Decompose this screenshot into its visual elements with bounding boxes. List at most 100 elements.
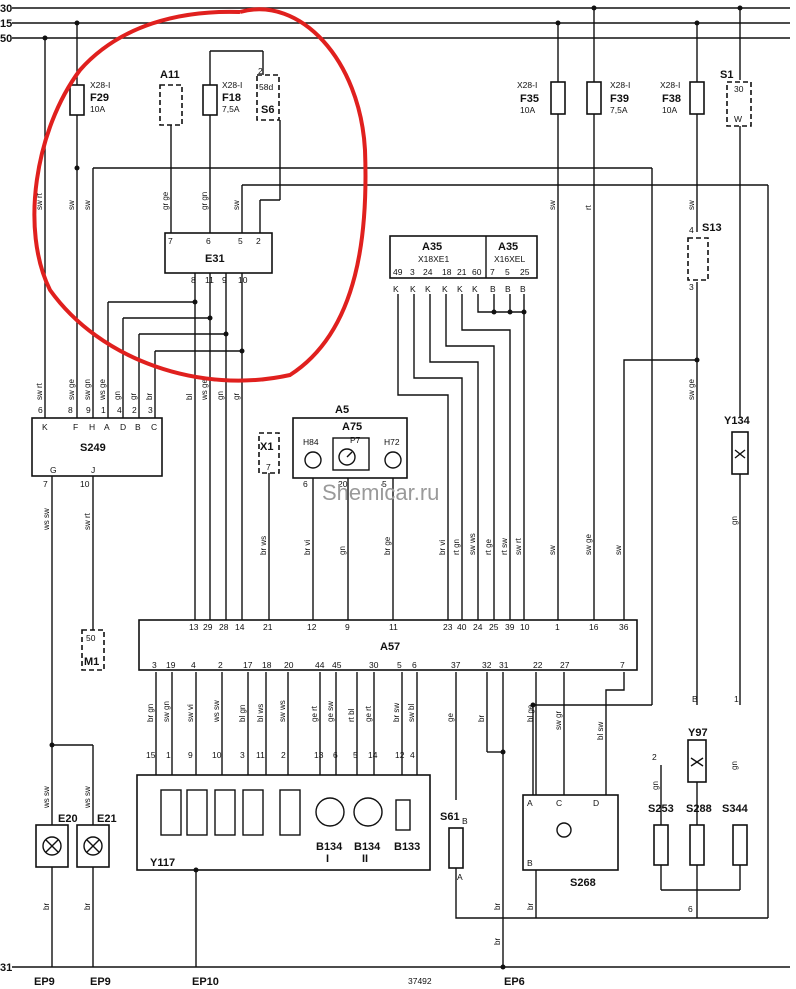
svg-text:10: 10 — [520, 622, 530, 632]
svg-text:60: 60 — [472, 267, 482, 277]
svg-text:S1: S1 — [720, 69, 733, 81]
svg-text:br: br — [493, 903, 502, 910]
svg-text:gr: gr — [232, 393, 241, 400]
svg-text:22: 22 — [533, 660, 543, 670]
svg-text:25: 25 — [520, 267, 530, 277]
rail-50: 50 — [0, 33, 790, 45]
svg-text:S61: S61 — [440, 811, 460, 823]
svg-text:sw ws: sw ws — [278, 700, 287, 722]
svg-text:A75: A75 — [342, 421, 362, 433]
svg-text:S6: S6 — [261, 104, 274, 116]
a57-top-wires — [557, 114, 595, 620]
svg-text:10: 10 — [238, 275, 248, 285]
a57-ecu: A57 13 29 28 14 21 12 9 11 23 40 24 25 3… — [138, 619, 638, 671]
svg-text:2: 2 — [218, 660, 223, 670]
svg-text:5: 5 — [238, 236, 243, 246]
svg-text:gr gn: gr gn — [200, 192, 209, 210]
svg-text:gr ge: gr ge — [161, 191, 170, 210]
svg-text:D: D — [120, 422, 126, 432]
svg-text:6: 6 — [206, 236, 211, 246]
wire-color-labels: sw rt sw sw gr ge gr gn sw sw rt sw sw r… — [35, 191, 739, 945]
svg-text:sw: sw — [232, 200, 241, 210]
svg-text:37: 37 — [451, 660, 461, 670]
a35-wiring — [397, 294, 527, 620]
svg-text:6: 6 — [688, 904, 693, 914]
svg-text:49: 49 — [393, 267, 403, 277]
svg-text:bl ws: bl ws — [256, 704, 265, 722]
svg-text:K: K — [457, 284, 463, 294]
svg-text:3: 3 — [240, 750, 245, 760]
svg-text:sw ge: sw ge — [584, 534, 593, 555]
svg-text:31: 31 — [499, 660, 509, 670]
svg-text:I: I — [326, 853, 329, 865]
svg-text:11: 11 — [389, 622, 398, 632]
svg-text:9: 9 — [222, 275, 227, 285]
a11-connector: A11 — [159, 69, 183, 233]
svg-text:br gn: br gn — [146, 704, 155, 722]
svg-text:X28-I: X28-I — [660, 80, 680, 90]
svg-text:C: C — [151, 422, 157, 432]
svg-text:X28-I: X28-I — [610, 80, 630, 90]
svg-text:3: 3 — [410, 267, 415, 277]
svg-text:5: 5 — [382, 479, 387, 489]
watermark: Shemicar.ru — [322, 480, 439, 505]
svg-text:H: H — [89, 422, 95, 432]
svg-text:J: J — [91, 465, 95, 475]
svg-text:br ws: br ws — [259, 536, 268, 555]
svg-text:sw: sw — [548, 200, 557, 210]
svg-text:40: 40 — [457, 622, 467, 632]
rail-15: 15 — [0, 18, 790, 30]
svg-text:8: 8 — [191, 275, 196, 285]
svg-text:gn: gn — [730, 761, 739, 770]
svg-text:sw gr: sw gr — [554, 711, 563, 730]
svg-text:ws sw: ws sw — [83, 786, 92, 809]
svg-text:13: 13 — [314, 750, 324, 760]
ground-junction-6: 6 — [661, 889, 740, 918]
m1-motor: 50 M1 — [81, 629, 105, 671]
a5-cluster: A5 A75 H84 P7 H72 6 20 5 — [292, 404, 408, 620]
svg-text:15: 15 — [146, 750, 156, 760]
svg-text:5: 5 — [353, 750, 358, 760]
svg-text:20: 20 — [338, 479, 348, 489]
s249-module: 6 8 9 1 4 2 3 K F H A D B C S249 G J 7 1… — [31, 405, 163, 489]
svg-text:50: 50 — [86, 633, 96, 643]
svg-text:sw rt: sw rt — [35, 382, 44, 400]
svg-text:sw: sw — [67, 200, 76, 210]
svg-text:gn: gn — [113, 391, 122, 400]
svg-text:S344: S344 — [722, 803, 749, 815]
svg-text:A35: A35 — [498, 241, 518, 253]
svg-text:16: 16 — [589, 622, 599, 632]
rail-30: 30 — [0, 3, 790, 15]
svg-text:S268: S268 — [570, 877, 596, 889]
a57-bottom-wires — [155, 672, 652, 967]
svg-text:3: 3 — [689, 282, 694, 292]
svg-text:sw rt: sw rt — [514, 537, 523, 555]
y134-valve: Y134 — [724, 415, 751, 705]
svg-text:7,5A: 7,5A — [610, 105, 628, 115]
svg-text:5: 5 — [397, 660, 402, 670]
svg-text:4: 4 — [117, 405, 122, 415]
svg-text:2: 2 — [256, 236, 261, 246]
s13-switch: S13 4 3 — [687, 114, 722, 705]
svg-text:B133: B133 — [394, 841, 420, 853]
svg-text:EP10: EP10 — [192, 976, 219, 988]
svg-text:B: B — [462, 816, 468, 826]
svg-text:A11: A11 — [160, 69, 180, 81]
svg-text:W: W — [734, 114, 742, 124]
svg-text:M1: M1 — [84, 656, 99, 668]
ground-ep6: EP6 — [500, 964, 525, 988]
svg-text:EP9: EP9 — [34, 976, 55, 988]
svg-text:ge rt: ge rt — [364, 705, 373, 722]
svg-text:ge: ge — [446, 713, 455, 722]
svg-text:sw ge: sw ge — [67, 379, 76, 400]
svg-text:F29: F29 — [90, 92, 109, 104]
svg-text:28: 28 — [219, 622, 229, 632]
svg-text:D: D — [593, 798, 599, 808]
svg-text:B: B — [505, 284, 511, 294]
svg-text:sw rt: sw rt — [35, 192, 44, 210]
svg-text:30: 30 — [734, 84, 744, 94]
svg-text:12: 12 — [395, 750, 405, 760]
highlight-circle — [32, 7, 368, 383]
svg-text:3: 3 — [148, 405, 153, 415]
svg-text:50: 50 — [0, 33, 12, 45]
